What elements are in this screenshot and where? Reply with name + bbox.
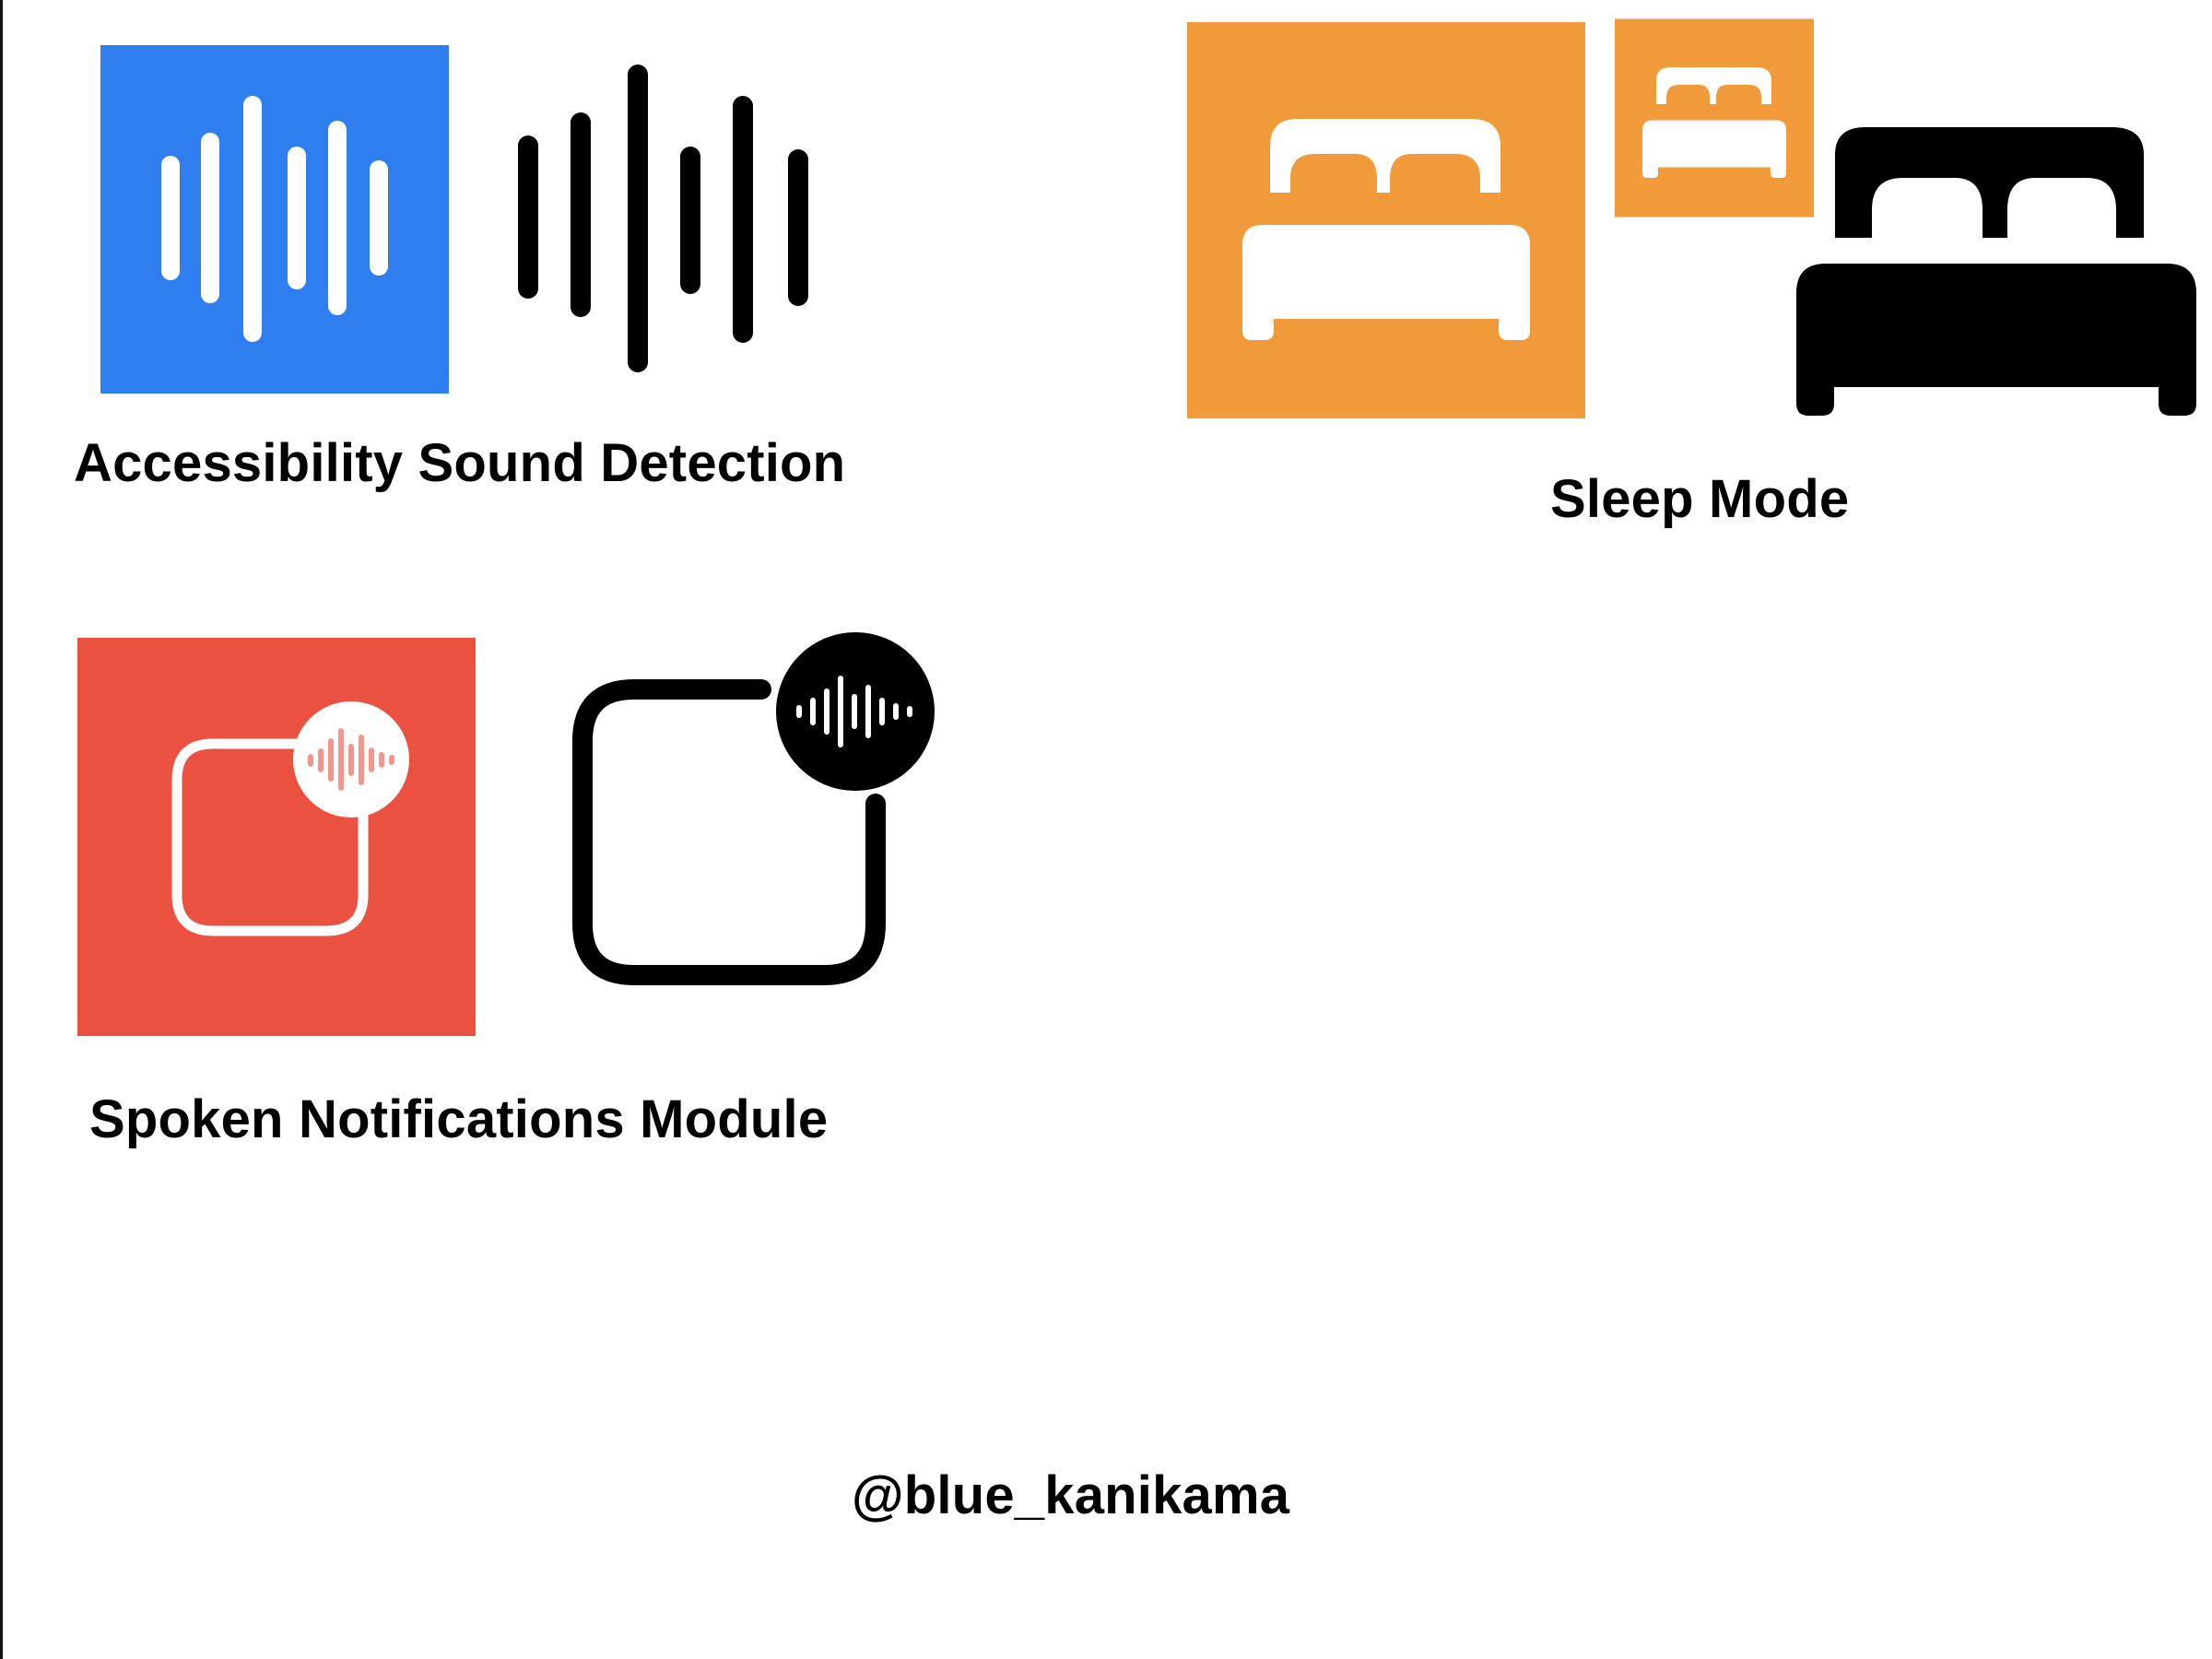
waveform-icon-blue — [100, 45, 449, 394]
author-credit: @blue_kanikama — [852, 1465, 1290, 1525]
spoken-notifications-label: Spoken Notifications Module — [89, 1089, 829, 1149]
left-border — [0, 0, 3, 1659]
bed-icon-orange-large — [1187, 22, 1585, 418]
notification-badge-icon-black — [572, 632, 935, 985]
sound-detection-label: Accessibility Sound Detection — [74, 433, 846, 493]
bed-icon-orange-small — [1615, 18, 1814, 218]
bed-icon-black — [1796, 127, 2196, 416]
waveform-icon-black — [518, 65, 808, 372]
notification-badge-icon-red — [77, 638, 476, 1036]
sleep-mode-label: Sleep Mode — [1550, 469, 1850, 529]
